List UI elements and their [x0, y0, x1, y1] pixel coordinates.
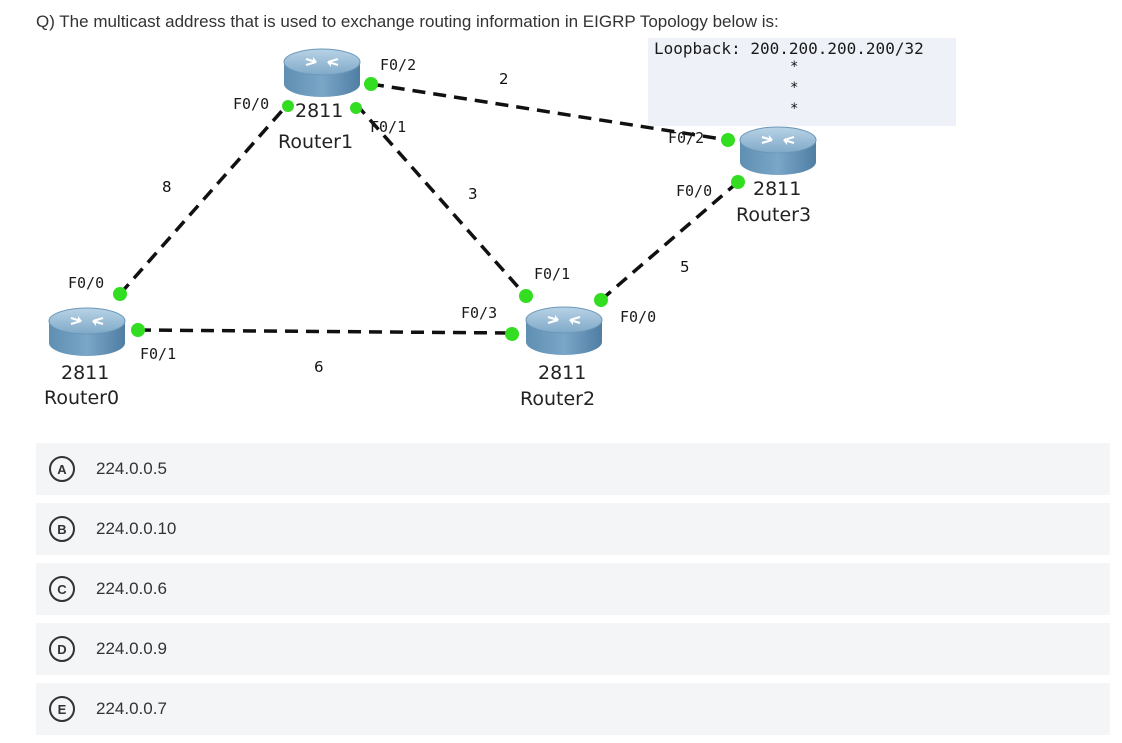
router3-icon[interactable]: [738, 125, 818, 177]
r2-f03-label: F0/3: [461, 304, 498, 322]
option-a[interactable]: A 224.0.0.5: [36, 443, 1110, 495]
link-router2-router3: [599, 180, 740, 302]
router0-model: 2811: [61, 362, 110, 384]
option-text: 224.0.0.6: [96, 579, 167, 598]
r2-f00-label: F0/0: [620, 308, 657, 326]
cost-router0-router1: 8: [162, 178, 172, 196]
port-dot-r2-f00: [594, 293, 608, 307]
cost-router2-router3: 5: [680, 258, 690, 276]
link-router1-router2: [354, 102, 528, 298]
r1-f01-label: F0/1: [370, 118, 407, 136]
port-dot-r0-f00: [113, 287, 127, 301]
option-e[interactable]: E 224.0.0.7: [36, 683, 1110, 735]
option-b[interactable]: B 224.0.0.10: [36, 503, 1110, 555]
option-text: 224.0.0.5: [96, 459, 167, 478]
cost-router1-router2: 3: [468, 185, 478, 203]
link-router0-router1: [118, 102, 290, 296]
router1-model: 2811: [295, 100, 344, 122]
answer-options: A 224.0.0.5 B 224.0.0.10 C 224.0.0.6 D 2…: [36, 443, 1110, 743]
port-dot-r3-f02: [721, 133, 735, 147]
option-c[interactable]: C 224.0.0.6: [36, 563, 1110, 615]
router0-icon[interactable]: [47, 306, 127, 358]
port-dot-r1-f00: [282, 100, 294, 112]
port-dot-r1-f01: [350, 102, 362, 114]
loopback-star-2: *: [790, 80, 799, 96]
r0-f00-label: F0/0: [68, 274, 105, 292]
option-letter: B: [49, 516, 75, 542]
option-letter: D: [49, 636, 75, 662]
router0-name: Router0: [44, 387, 120, 409]
cost-router1-router3: 2: [499, 70, 509, 88]
r0-f01-label: F0/1: [140, 345, 177, 363]
r1-f02-label: F0/2: [380, 56, 417, 74]
link-router0-router2: [137, 328, 513, 335]
option-text: 224.0.0.9: [96, 639, 167, 658]
loopback-box: [648, 38, 956, 126]
option-letter: C: [49, 576, 75, 602]
port-dot-r0-f01: [131, 323, 145, 337]
port-dot-r1-f02: [364, 77, 378, 91]
port-dot-r3-f00: [731, 175, 745, 189]
network-topology: Loopback: 200.200.200.200/32 * * * F0/0 …: [44, 38, 956, 410]
link-router1-router3: [370, 82, 729, 142]
r3-f02-label: F0/2: [668, 129, 705, 147]
r1-f00-label: F0/0: [233, 95, 270, 113]
router3-name: Router3: [736, 204, 812, 226]
question-text: Q) The multicast address that is used to…: [36, 12, 779, 31]
r2-f01-label: F0/1: [534, 265, 571, 283]
topology-canvas: [47, 47, 818, 358]
port-dot-r2-f01: [519, 289, 533, 303]
option-text: 224.0.0.10: [96, 519, 177, 538]
router1-name: Router1: [278, 131, 354, 153]
cost-router0-router2: 6: [314, 358, 324, 376]
port-dot-r2-f03: [505, 327, 519, 341]
loopback-star-1: *: [790, 59, 799, 75]
option-d[interactable]: D 224.0.0.9: [36, 623, 1110, 675]
router2-icon[interactable]: [524, 305, 604, 357]
router3-model: 2811: [753, 178, 802, 200]
r3-f00-label: F0/0: [676, 182, 713, 200]
option-text: 224.0.0.7: [96, 699, 167, 718]
router2-name: Router2: [520, 388, 596, 410]
loopback-star-3: *: [790, 101, 799, 117]
loopback-label: Loopback: 200.200.200.200/32: [654, 39, 924, 58]
option-letter: E: [49, 696, 75, 722]
router2-model: 2811: [538, 362, 587, 384]
option-letter: A: [49, 456, 75, 482]
router1-icon[interactable]: [282, 47, 362, 99]
